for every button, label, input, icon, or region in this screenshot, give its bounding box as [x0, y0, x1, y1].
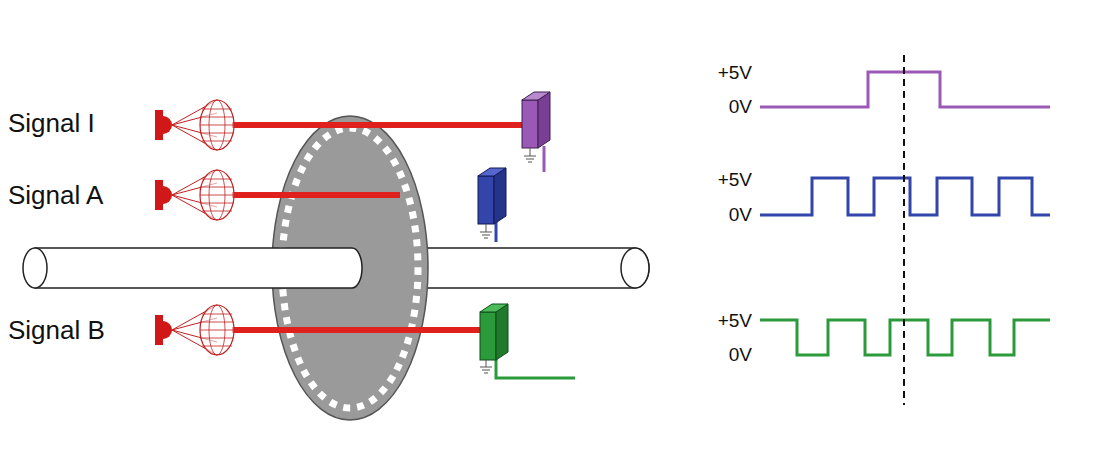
shaft-end [23, 248, 47, 288]
waveform-a [760, 178, 1050, 215]
led [155, 315, 163, 345]
light-beam [232, 122, 530, 128]
shaft-end [621, 248, 649, 288]
voltage-level: +5V [718, 62, 752, 85]
sensor-i [522, 92, 550, 172]
voltage-level: +5V [718, 169, 752, 192]
waveform-i [760, 72, 1050, 107]
shaft [35, 248, 362, 288]
photo-sensor [478, 176, 494, 224]
shaft [400, 248, 649, 288]
led [155, 110, 163, 140]
ground-symbol [524, 148, 536, 162]
signal-name: Signal A [8, 180, 103, 211]
lens-mesh [200, 179, 234, 211]
photo-sensor-side [494, 168, 506, 224]
photo-sensor-top [480, 304, 508, 312]
led [155, 180, 163, 210]
photo-sensor-side [538, 92, 550, 148]
sensor-lead [496, 355, 575, 378]
lens-mesh [200, 314, 234, 346]
led-dome [163, 321, 172, 339]
light-beam [232, 192, 400, 198]
lens-mesh [209, 100, 225, 150]
photo-sensor [480, 312, 496, 360]
voltage-level: 0V [729, 344, 752, 367]
signal-name: Signal I [8, 108, 95, 139]
dashed-marker [903, 55, 905, 405]
photo-sensor-top [478, 168, 506, 176]
photo-sensor-top [522, 92, 550, 100]
lens [200, 170, 234, 220]
signal-name: Signal B [8, 315, 105, 346]
sensor-b [480, 304, 575, 378]
photo-sensor-side [496, 304, 508, 360]
ground-symbol [480, 224, 492, 238]
photo-sensor [522, 100, 538, 148]
light-beam [232, 327, 485, 333]
voltage-level: 0V [729, 96, 752, 119]
led-dome [163, 186, 172, 204]
lens-mesh [209, 170, 225, 220]
sensor-a [478, 168, 506, 242]
lens-mesh [209, 305, 225, 355]
emitter [155, 100, 234, 150]
lens [200, 305, 234, 355]
voltage-level: +5V [718, 310, 752, 333]
voltage-level: 0V [729, 204, 752, 227]
emitter [155, 170, 234, 220]
lens-mesh [200, 109, 234, 141]
sensor-lead [543, 146, 546, 172]
emitter [155, 305, 234, 355]
led-dome [163, 116, 172, 134]
ground-symbol [480, 360, 492, 373]
lens [200, 100, 234, 150]
emitter-group [155, 100, 234, 355]
